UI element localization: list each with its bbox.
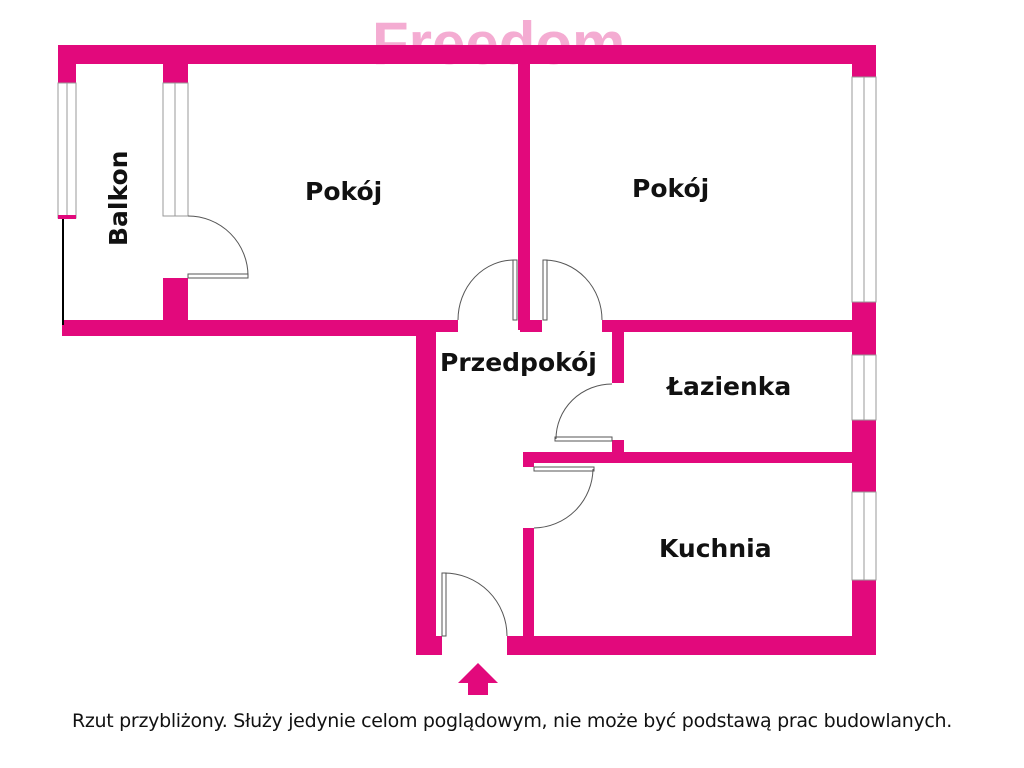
disclaimer-text: Rzut przybliżony. Służy jedynie celom po… <box>71 710 953 732</box>
room-label-kuchnia: Kuchnia <box>659 534 772 563</box>
room-label-balkon: Balkon <box>104 151 133 246</box>
room-label-pokoj-2: Pokój <box>632 174 709 203</box>
entrance-arrow-icon <box>458 663 498 695</box>
room-label-lazienka: Łazienka <box>665 372 791 401</box>
room-label-przedpokoj: Przedpokój <box>440 348 597 377</box>
walls <box>58 45 876 655</box>
room-label-pokoj-1: Pokój <box>305 177 382 206</box>
doors <box>187 215 613 637</box>
windows <box>57 76 877 581</box>
watermark-logo: Freedom <box>372 10 625 77</box>
